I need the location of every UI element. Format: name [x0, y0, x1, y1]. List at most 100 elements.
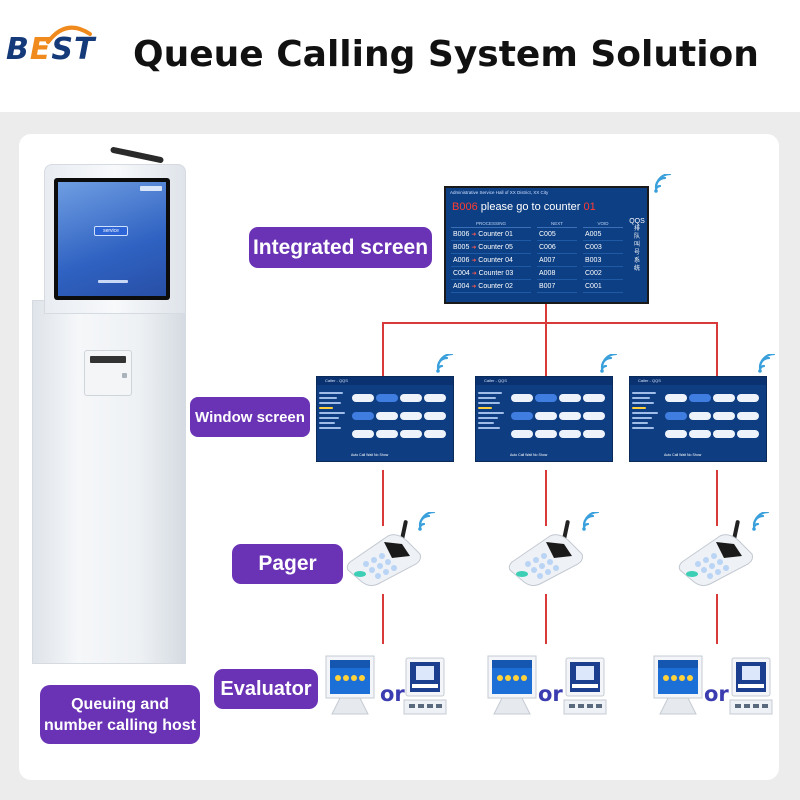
- window-screen: Caller - QQS Auto Call Wait No Show: [629, 376, 767, 462]
- label-host-line2: number calling host: [43, 716, 196, 734]
- wifi-icon: [654, 174, 672, 193]
- table-cell: C001: [583, 280, 623, 293]
- connector-line: [545, 594, 547, 644]
- column-header: PROCESSING: [451, 221, 531, 228]
- integrated-screen: Administrative Service Hall of XX Distri…: [444, 186, 649, 304]
- evaluator-tablet-icon: [487, 655, 537, 715]
- window-screen-title: Caller - QQS: [317, 377, 453, 385]
- window-screen-sidebar: [478, 389, 508, 457]
- side-char: 号: [633, 250, 640, 256]
- connector-line: [382, 470, 384, 526]
- wifi-icon: [436, 354, 454, 373]
- call-number: B006: [452, 201, 478, 213]
- wifi-icon: [582, 512, 600, 531]
- table-row: A004 ➜ Counter 02: [451, 280, 531, 293]
- window-screen-sidebar: [632, 389, 662, 457]
- void-column: VOID A005 C003 B003 C002 C001: [583, 221, 623, 297]
- connector-line: [545, 470, 547, 526]
- connector-line: [545, 304, 547, 324]
- table-row: A006 ➜ Counter 04: [451, 254, 531, 267]
- printer-button: [122, 373, 127, 378]
- column-header: VOID: [583, 221, 623, 228]
- kiosk-service-button: service: [94, 226, 128, 236]
- table-cell: C006: [537, 241, 577, 254]
- page-title: Queue Calling System Solution: [133, 34, 759, 75]
- window-screen-buttons: [510, 391, 610, 445]
- label-window-screen: Window screen: [190, 397, 310, 437]
- label-queuing-host: Queuing and number calling host: [40, 685, 200, 744]
- label-host-line1: Queuing and: [71, 695, 169, 713]
- kiosk-screen: service: [54, 178, 170, 300]
- side-char: 系: [633, 258, 640, 264]
- wifi-icon: [758, 354, 776, 373]
- table-row: B005 ➜ Counter 05: [451, 241, 531, 254]
- kiosk-display: service: [58, 182, 166, 296]
- brand-logo: BEST: [6, 25, 106, 80]
- logo-swoosh-icon: [46, 25, 92, 44]
- window-screen-buttons: [664, 391, 764, 445]
- window-screen-buttons: [351, 391, 451, 445]
- window-screen-footer: Auto Call Wait No Show: [351, 453, 389, 457]
- next-column: NEXT C005 C006 A007 A008 B007: [537, 221, 577, 297]
- side-char: 统: [633, 266, 640, 272]
- wifi-icon: [752, 512, 770, 531]
- evaluator-desk-icon: [403, 657, 447, 715]
- kiosk-printer: [84, 350, 132, 396]
- side-char: 排: [633, 226, 640, 232]
- integrated-screen-call: B006 please go to counter 01: [452, 201, 596, 213]
- window-screen-footer: Auto Call Wait No Show: [510, 453, 548, 457]
- label-integrated-screen: Integrated screen: [249, 227, 432, 268]
- label-evaluator: Evaluator: [214, 669, 318, 709]
- table-cell: B003: [583, 254, 623, 267]
- connector-line: [716, 594, 718, 644]
- column-header: NEXT: [537, 221, 577, 228]
- table-cell: C005: [537, 228, 577, 241]
- evaluator-tablet-icon: [325, 655, 375, 715]
- side-char: 叫: [633, 242, 640, 248]
- table-row: C004 ➜ Counter 03: [451, 267, 531, 280]
- call-text: please go to counter: [477, 201, 584, 213]
- window-screen-footer: Auto Call Wait No Show: [664, 453, 702, 457]
- side-title: QQS: [629, 218, 645, 225]
- window-screen: Caller - QQS Auto Call Wait No Show: [475, 376, 613, 462]
- queue-table: PROCESSING B006 ➜ Counter 01 B005 ➜ Coun…: [451, 221, 623, 297]
- window-screen: Caller - QQS Auto Call Wait No Show: [316, 376, 454, 462]
- window-screen-sidebar: [319, 389, 349, 457]
- or-label: or: [704, 682, 729, 706]
- table-row: B006 ➜ Counter 01: [451, 228, 531, 241]
- wifi-icon: [418, 512, 436, 531]
- integrated-screen-header: Administrative Service Hall of XX Distri…: [450, 190, 549, 195]
- table-cell: C002: [583, 267, 623, 280]
- label-pager: Pager: [232, 544, 343, 584]
- pager-icon: [678, 520, 753, 587]
- table-cell: A007: [537, 254, 577, 267]
- call-counter: 01: [583, 201, 596, 213]
- pager-icon: [508, 520, 583, 587]
- connector-line: [545, 322, 547, 376]
- connector-line: [382, 322, 384, 376]
- connector-line: [716, 470, 718, 526]
- integrated-screen-side: QQS 排 队 叫 号 系 统: [627, 218, 647, 298]
- logo-text: BEST: [6, 32, 96, 67]
- evaluator-tablet-icon: [653, 655, 703, 715]
- or-label: or: [380, 682, 405, 706]
- pager-icon: [346, 520, 421, 587]
- table-cell: B007: [537, 280, 577, 293]
- table-cell: A008: [537, 267, 577, 280]
- printer-slot: [90, 356, 126, 363]
- kiosk-brand-mark: [140, 186, 162, 191]
- evaluator-desk-icon: [563, 657, 607, 715]
- window-screen-title: Caller - QQS: [476, 377, 612, 385]
- connector-line: [382, 322, 718, 324]
- table-cell: C003: [583, 241, 623, 254]
- connector-line: [716, 322, 718, 376]
- kiosk-footer-line: [98, 280, 128, 283]
- wifi-icon: [600, 354, 618, 373]
- window-screen-title: Caller - QQS: [630, 377, 766, 385]
- processing-column: PROCESSING B006 ➜ Counter 01 B005 ➜ Coun…: [451, 221, 531, 297]
- side-char: 队: [633, 234, 640, 240]
- table-cell: A005: [583, 228, 623, 241]
- connector-line: [382, 594, 384, 644]
- or-label: or: [538, 682, 563, 706]
- evaluator-desk-icon: [729, 657, 773, 715]
